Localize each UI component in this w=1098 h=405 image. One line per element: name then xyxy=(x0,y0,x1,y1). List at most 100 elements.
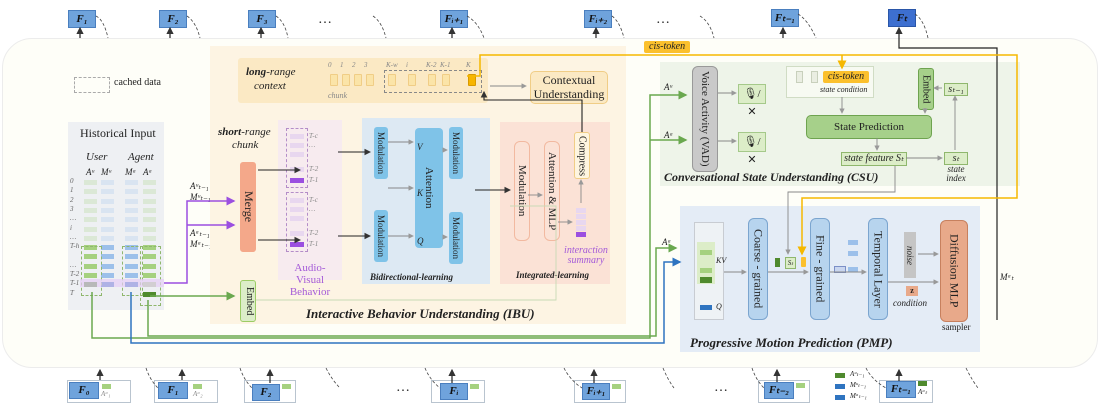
chunk-index: 3 xyxy=(364,61,368,69)
mic-toggle-agent-icon: 🎙/✕ xyxy=(738,132,766,166)
summary-cell xyxy=(576,208,586,213)
long-range-context-label: context xyxy=(254,80,286,92)
label-au-prev: Aᵘₜ₋₁ xyxy=(190,181,209,191)
history-cell xyxy=(101,245,114,251)
bottom-aux-swatch-1 xyxy=(193,384,202,389)
bottom-legend-ma: Mᵃₜ₋₁ xyxy=(850,392,867,400)
dash-curve-b3 xyxy=(325,367,341,389)
bottom-legend-swatch-au xyxy=(835,373,845,378)
top-frame-f1: F₁ xyxy=(68,10,96,28)
fine-out-cell-1 xyxy=(848,240,858,245)
cached-history-window xyxy=(81,246,102,296)
history-row-label: T-2 xyxy=(70,270,80,278)
bidirectional-learning-label: Bidirectional-learning xyxy=(370,272,454,282)
modulation-top-right: Modulation xyxy=(449,127,463,179)
behavior-chunk-index: … xyxy=(309,205,316,213)
fine-out-cell-2 xyxy=(848,251,858,256)
csu-title: Conversational State Understanding (CSU) xyxy=(664,170,879,184)
col-mu: Mᵘ xyxy=(101,167,112,177)
history-cell xyxy=(84,180,97,185)
history-cell xyxy=(101,217,114,223)
history-row-label: … xyxy=(70,260,77,269)
chunk-index: i xyxy=(406,61,408,69)
dash-curve-8 xyxy=(797,13,817,39)
history-row-label: … xyxy=(70,214,77,223)
bottom-frame-f2: F₂ xyxy=(252,384,280,401)
ibu-title: Interactive Behavior Understanding (IBU) xyxy=(306,306,535,321)
history-cell xyxy=(125,226,138,232)
fine-out-cell-4 xyxy=(834,266,846,273)
history-cell xyxy=(143,235,156,241)
history-cell xyxy=(84,189,97,195)
group-agent: Agent xyxy=(128,151,154,163)
contextual-understanding-box: Contextual Understanding xyxy=(530,71,608,104)
behavior-chunk xyxy=(290,207,304,212)
embed-block: Embed xyxy=(240,280,256,322)
summary-cell xyxy=(576,232,586,237)
behavior-chunk-index: T-c xyxy=(309,132,318,140)
short-range-label: short-range xyxy=(218,126,271,138)
q-label: Q xyxy=(417,236,424,246)
context-chunk xyxy=(442,74,450,86)
behavior-chunk xyxy=(290,178,304,183)
bottom-legend-au: Aᵘₜ₋₁ xyxy=(850,370,865,378)
temporal-layer-block: Temporal Layer xyxy=(868,218,888,320)
modulation-bottom-right: Modulation xyxy=(449,212,463,264)
behavior-chunk-index: T-2 xyxy=(309,229,319,237)
long-range-label: long-range xyxy=(246,66,296,78)
dash-curve-1 xyxy=(95,15,109,39)
context-chunk xyxy=(342,74,350,86)
history-row-label: 0 xyxy=(70,177,74,185)
sampler-label: sampler xyxy=(942,322,971,332)
history-cell xyxy=(101,254,114,260)
label-ma-prev: Mᵃₜ₋₁ xyxy=(190,239,212,249)
bottom-frame-ft1: Fₜ₋₁ xyxy=(886,381,916,398)
pmp-q-label: Q xyxy=(716,302,722,311)
chunk-index: K-w xyxy=(386,61,398,69)
cis-token-cell xyxy=(801,257,806,267)
s-t-token: Sₜ xyxy=(785,257,796,269)
history-cell xyxy=(101,235,114,241)
kv-cell-3 xyxy=(700,277,712,283)
top-frame-f2: F₂ xyxy=(159,10,187,28)
modulation-top-left: Modulation xyxy=(374,127,388,179)
behavior-chunk xyxy=(290,134,304,139)
behavior-chunk-index: T-1 xyxy=(309,176,319,184)
csu-input-aa: Aᵃ xyxy=(664,130,674,140)
bottom-aux-swatch-0 xyxy=(102,384,111,389)
bottom-ellipsis-1: … xyxy=(396,380,410,395)
vad-block: Voice Activity (VAD) xyxy=(692,66,718,172)
history-cell xyxy=(101,282,114,288)
history-cell xyxy=(84,235,97,241)
bottom-legend-swatch-mu xyxy=(835,384,845,389)
bottom-ellipsis-2: … xyxy=(714,380,728,395)
chunk-index: K-1 xyxy=(440,61,451,69)
pmp-output-label: Mᵃₜ xyxy=(1000,272,1014,282)
top-frame-fi1: Fᵢ₊₁ xyxy=(440,10,468,28)
bottom-aux-label-0: Aᵃ₁ xyxy=(101,390,111,398)
bottom-aux-label-1: Aᵃ₂ xyxy=(193,390,203,398)
history-cell xyxy=(125,207,138,213)
history-cell xyxy=(143,189,156,195)
context-chunk xyxy=(388,74,396,86)
pmp-panel xyxy=(680,206,980,352)
behavior-chunk xyxy=(290,167,304,172)
state-feature-box: state feature Sₜ xyxy=(841,152,907,166)
summary-cell xyxy=(576,214,586,219)
coarse-out-cell xyxy=(775,258,780,267)
history-cell xyxy=(125,217,138,223)
state-cond-cell-2 xyxy=(811,71,818,83)
context-chunk xyxy=(408,74,416,86)
bottom-aux-swatch-t2 xyxy=(796,383,805,388)
chunk-index: 2 xyxy=(352,61,356,69)
context-chunk xyxy=(366,74,374,86)
behavior-chunk xyxy=(290,216,304,221)
bottom-aux-label-t1: Aᵃₜ xyxy=(918,388,928,396)
s-prev-box: sₜ₋₁ xyxy=(944,83,968,96)
history-row-label: 2 xyxy=(70,195,74,204)
compress-block: Compress xyxy=(574,132,590,179)
history-cell xyxy=(84,217,97,223)
top-ellipsis-2: … xyxy=(656,12,670,27)
history-cell xyxy=(125,198,138,204)
kv-label: KV xyxy=(716,256,727,265)
